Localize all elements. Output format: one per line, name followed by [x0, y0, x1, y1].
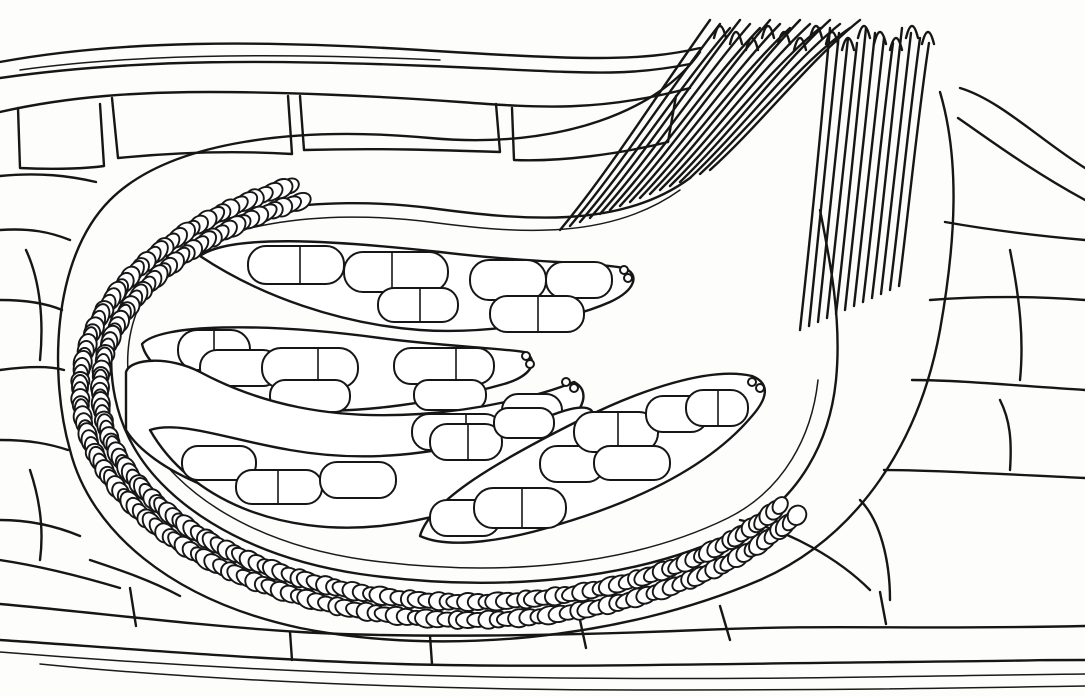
paraphysis-filament [590, 20, 740, 218]
paraphysis-filament [680, 20, 830, 182]
paraphysis-filament [660, 24, 810, 190]
periphysis-filament [827, 43, 857, 318]
periphysis-filament [836, 28, 866, 314]
periphysis-filament [872, 28, 902, 298]
paraphysis-filament [570, 24, 720, 226]
filament-tip [922, 32, 934, 44]
filament-tip [906, 26, 918, 38]
paraphysis-filament [650, 20, 800, 194]
ascus-1 [200, 241, 633, 332]
periphysis-filament [845, 33, 875, 310]
periphysis-filament [809, 33, 839, 326]
